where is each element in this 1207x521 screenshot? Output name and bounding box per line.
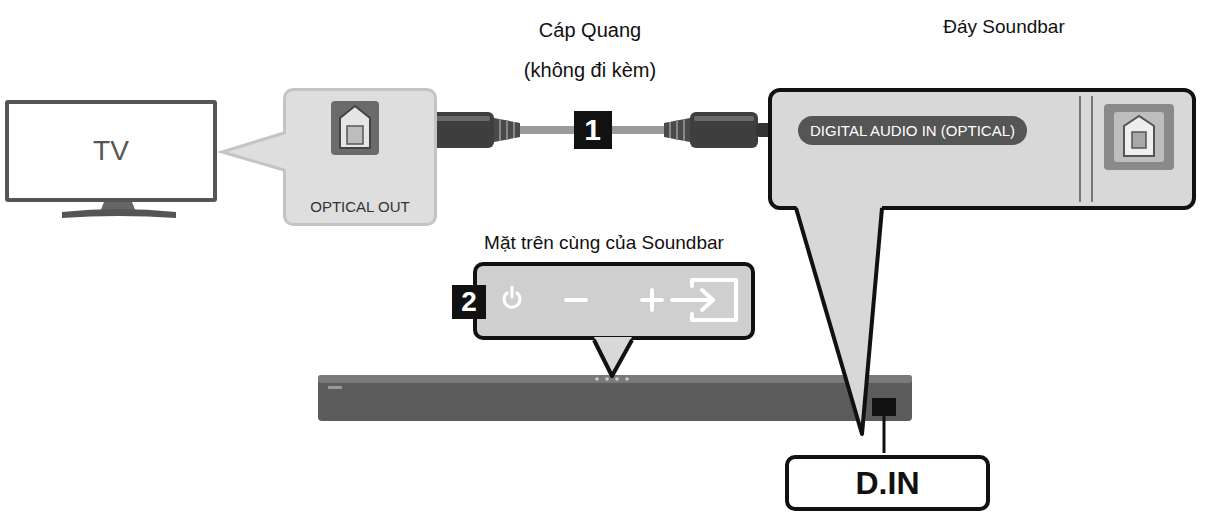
port-callout: OPTICAL OUT bbox=[283, 88, 437, 226]
soundbar bbox=[318, 375, 912, 453]
part-heading: Mặt trên cùng của Soundbar bbox=[484, 232, 724, 254]
callout-number: 1 bbox=[574, 111, 612, 149]
callout-tail bbox=[222, 133, 288, 170]
port-name: DIGITAL AUDIO IN (OPTICAL) bbox=[798, 116, 1027, 145]
part-heading: Đáy Soundbar bbox=[943, 16, 1064, 38]
tv-stand bbox=[62, 202, 176, 218]
port-callout: Đáy SoundbarDIGITAL AUDIO IN (OPTICAL) bbox=[768, 88, 1196, 210]
part-name: Cáp Quang bbox=[539, 19, 641, 42]
device-name: TV bbox=[93, 135, 129, 167]
callout-tail bbox=[796, 205, 882, 434]
panel-callout: Mặt trên cùng của Soundbar bbox=[473, 262, 755, 340]
note: (không đi kèm) bbox=[524, 59, 656, 82]
tv-screen: TV bbox=[5, 100, 217, 202]
port-name: OPTICAL OUT bbox=[310, 198, 409, 215]
port-code: D.IN bbox=[856, 465, 920, 502]
port-label-box: D.IN bbox=[785, 455, 990, 511]
callout-tail bbox=[594, 337, 632, 376]
callout-number: 2 bbox=[452, 285, 486, 319]
